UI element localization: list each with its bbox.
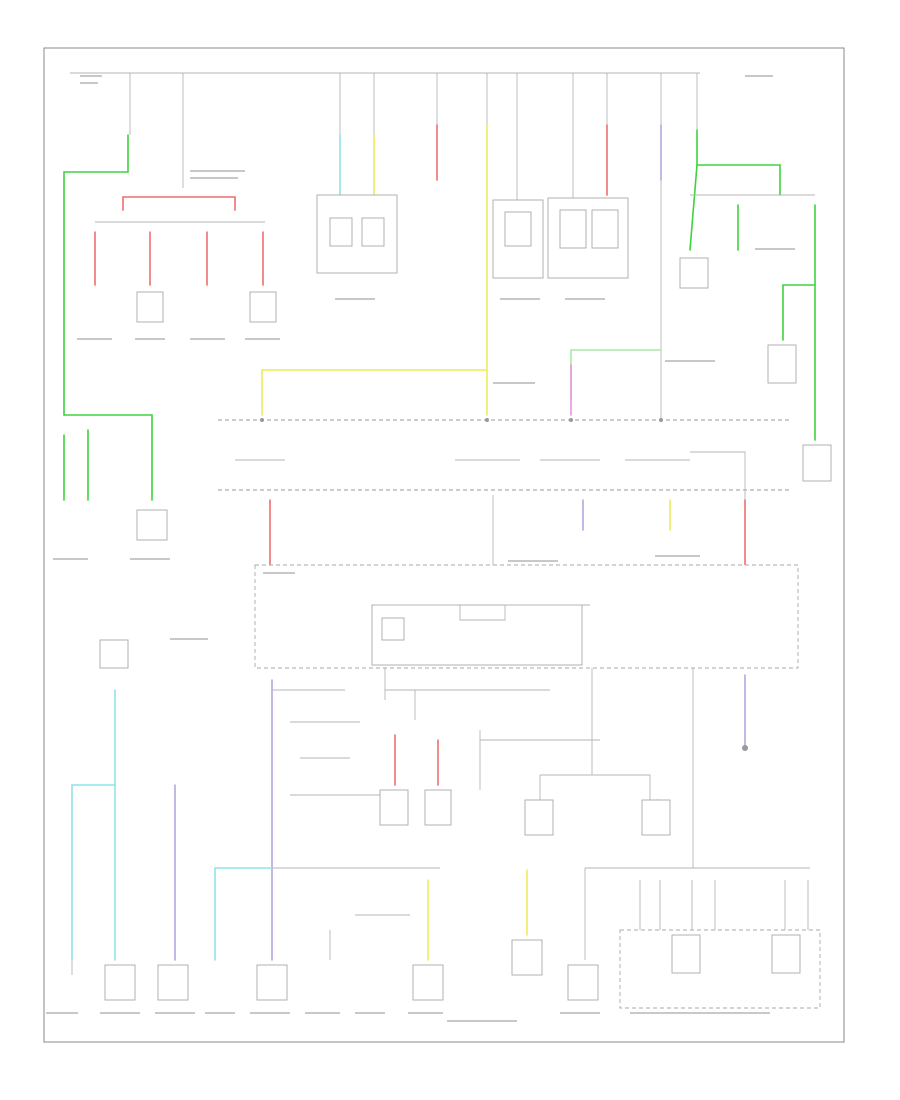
cyan-yellow-module	[316, 134, 398, 274]
diagram-border	[43, 47, 845, 1043]
yellow-run	[261, 124, 488, 416]
ignition-switch-band	[218, 418, 790, 500]
top-fuse-drops	[129, 73, 698, 135]
label-placeholder-ticks	[46, 75, 795, 1022]
interior-lamp-group	[619, 880, 821, 1009]
right-lower-branch	[511, 668, 810, 1001]
ignition-output-drops	[269, 495, 746, 566]
violet-center-trunk	[214, 679, 440, 1001]
relay-boxes	[492, 124, 629, 279]
center-lower-components	[379, 668, 600, 1001]
pink-green-link	[570, 349, 662, 416]
headlamp-branch	[94, 130, 277, 323]
right-green-circuit	[679, 129, 832, 482]
green-ground-circuit	[63, 134, 168, 541]
fuse-junction-panel	[254, 564, 799, 669]
left-accessory-block	[71, 639, 189, 1001]
